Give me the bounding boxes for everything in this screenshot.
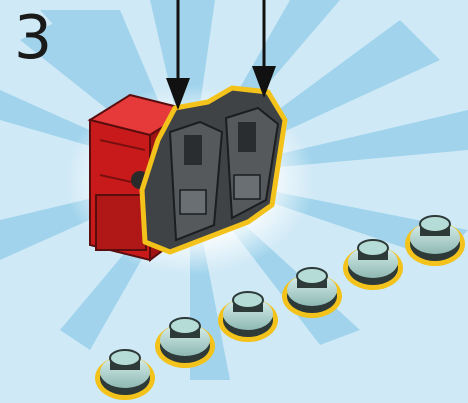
step-number: 3: [14, 8, 52, 68]
